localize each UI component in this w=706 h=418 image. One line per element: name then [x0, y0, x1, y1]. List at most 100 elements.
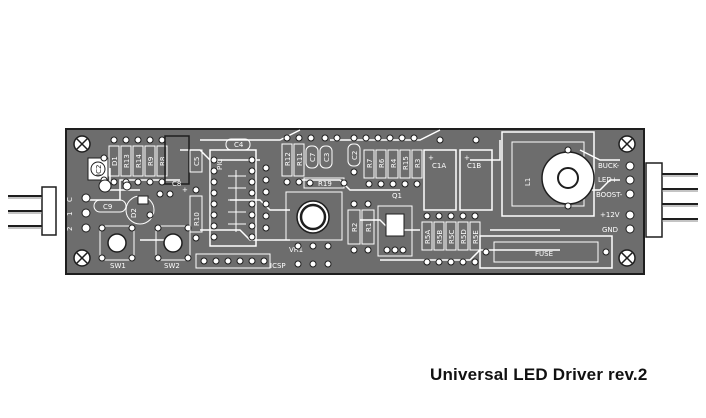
r5b-label: R5B — [436, 230, 444, 244]
right-connector-labels: BUCK- LED+ BOOST- +12V GND — [596, 162, 623, 234]
resistor-r8: R8 — [156, 145, 168, 177]
pads-mid-top — [283, 134, 418, 186]
c1b-label: C1B — [467, 162, 481, 170]
inductor-l1: L1 — [501, 131, 595, 217]
trimmer-vr1: VR1 — [285, 191, 343, 254]
right-connector-pads — [625, 161, 635, 234]
r15-label: R15 — [402, 156, 410, 170]
resistor-r4: R4 — [387, 149, 399, 179]
resistor-r2: R2 — [347, 209, 361, 245]
transistor-q1: Q1 — [377, 192, 413, 257]
diode-d1: D1 — [108, 145, 120, 177]
r2-label: R2 — [351, 223, 359, 232]
resistor-r13: R13 — [120, 145, 132, 177]
sw2-label: SW2 — [164, 262, 180, 270]
r1-label: R1 — [365, 223, 373, 232]
r5d-label: R5D — [460, 229, 468, 244]
capacitor-c3: C3 — [319, 145, 333, 169]
r9-label: R9 — [147, 157, 155, 166]
sw1-label: SW1 — [110, 262, 126, 270]
resistor-r14: R14 — [132, 145, 144, 177]
svg-text:+: + — [182, 186, 188, 194]
resistor-r11: R11 — [293, 143, 305, 177]
connector-label-buck-minus: BUCK- — [598, 162, 620, 170]
r5c-label: R5C — [448, 230, 456, 244]
r5e-label: R5E — [472, 230, 480, 244]
pic-microcontroller: PIC — [209, 149, 257, 247]
d2-label: D2 — [130, 208, 138, 218]
left-pin-label: 1 — [66, 212, 74, 216]
c1a-label: C1A — [432, 162, 446, 170]
svg-text:+: + — [464, 154, 470, 162]
connector-label-led-plus: LED+ — [598, 176, 618, 184]
r19-label: R19 — [318, 180, 332, 188]
diagram-caption: Universal LED Driver rev.2 — [430, 365, 648, 384]
c3-label: C3 — [323, 153, 331, 162]
pic-label: PIC — [216, 159, 224, 170]
r7-label: R7 — [366, 159, 374, 168]
pads-bottom-mid — [294, 260, 332, 268]
right-header-connector — [645, 162, 698, 238]
resistor-r9: R9 — [144, 145, 156, 177]
connector-label-gnd: GND — [602, 226, 618, 234]
connector-label-12v: +12V — [600, 211, 620, 219]
connector-label-boost-minus: BOOST- — [596, 191, 623, 199]
r10-label: R10 — [193, 212, 201, 226]
resistor-r12: R12 — [281, 143, 293, 177]
c8-label: C8 — [172, 180, 181, 188]
c5-label: C5 — [193, 157, 201, 166]
resistor-r7: R7 — [363, 149, 375, 179]
l1-label: L1 — [524, 178, 532, 186]
r11-label: R11 — [296, 152, 304, 166]
icsp-label: ICSP — [270, 262, 286, 270]
mounting-hole — [73, 135, 91, 153]
left-connector-pads: C 1 2 — [66, 193, 91, 233]
fuse: FUSE — [479, 235, 613, 269]
resistor-r3: R3 — [411, 149, 423, 179]
capacitor-c5: C8 + — [164, 135, 190, 194]
left-header-connector — [8, 186, 57, 236]
capacitor-c4: C4 — [225, 138, 251, 151]
pads-column — [262, 164, 270, 232]
c4-label: C4 — [234, 141, 244, 149]
capacitor-c1a: + C1A — [423, 149, 457, 211]
d1-label: D1 — [111, 156, 119, 166]
resistor-r5d: R5D — [457, 221, 469, 251]
r13-label: R13 — [123, 154, 131, 168]
switch-sw1: SW1 — [98, 224, 136, 270]
capacitor-c1b: + C1B — [459, 149, 493, 211]
icsp-header: ICSP — [195, 253, 286, 270]
resistor-r1: R1 — [361, 209, 375, 245]
resistor-r5a: R5A — [421, 221, 433, 251]
capacitor-c2: C2 — [347, 143, 361, 167]
fuse-label: FUSE — [535, 250, 553, 258]
left-pin-label: C — [66, 197, 74, 202]
capacitor-c6: C5 — [189, 149, 203, 173]
r12-label: R12 — [284, 152, 292, 166]
r3-label: R3 — [414, 159, 422, 168]
r6-label: R6 — [378, 158, 386, 168]
resistor-r5c: R5C — [445, 221, 457, 251]
resistor-r6: R6 — [375, 149, 387, 179]
mounting-hole — [618, 249, 636, 267]
resistor-r10: R10 — [189, 186, 203, 242]
resistor-r5b: R5B — [433, 221, 445, 251]
mounting-hole — [618, 135, 636, 153]
c2-label: C2 — [351, 151, 359, 160]
r8-label: R8 — [159, 157, 167, 166]
c7-label: C7 — [309, 153, 317, 162]
ic2-label: IC2 — [95, 165, 103, 176]
svg-text:+: + — [428, 154, 434, 162]
r4-label: R4 — [390, 158, 398, 168]
r5a-label: R5A — [424, 230, 432, 244]
switch-sw2: SW2 — [154, 224, 192, 270]
capacitor-c7: C7 — [305, 145, 319, 169]
copper-traces — [86, 129, 620, 261]
resistor-r19: R19 — [303, 177, 348, 189]
ic2-regulator: IC2 — [87, 157, 109, 181]
capacitor-c9: C9 — [93, 199, 127, 213]
vr1-label: VR1 — [289, 246, 303, 254]
c9-label: C9 — [103, 203, 112, 211]
mounting-hole — [73, 249, 91, 267]
